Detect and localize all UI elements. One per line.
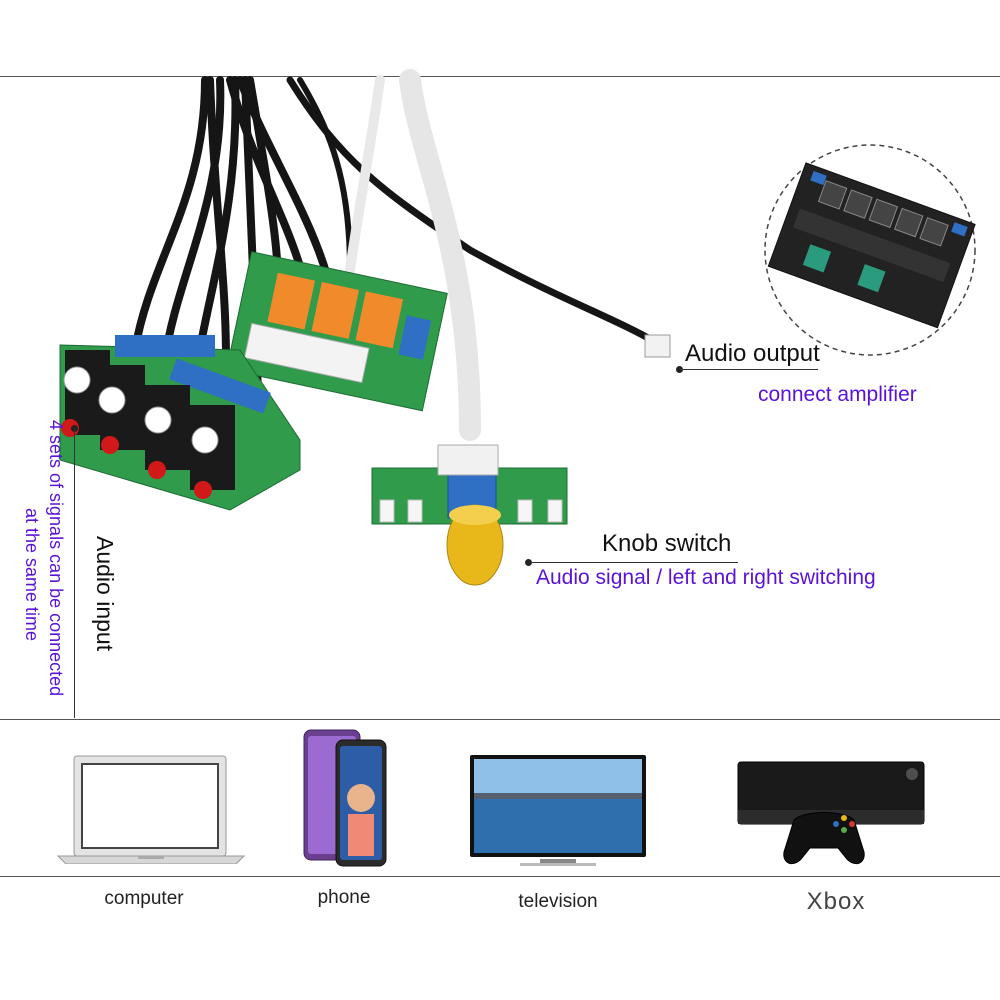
audio-output-subtitle: connect amplifier: [758, 383, 917, 406]
top-divider: [0, 76, 1000, 77]
xbox-console-icon: [737, 761, 925, 865]
device-label-computer: computer: [104, 888, 184, 909]
audio-output-pointer-line: [680, 369, 818, 370]
knob-switch-label: Knob switch: [602, 530, 732, 557]
television-icon: [470, 755, 646, 866]
audio-output-pointer-dot: [676, 366, 683, 373]
knob-switch-subtitle: Audio signal / left and right switching: [536, 566, 876, 589]
device-label-television: television: [518, 891, 598, 912]
laptop-icon: [56, 755, 246, 864]
audio-input-subtitle-line2: at the same time: [22, 508, 42, 642]
middle-divider: [0, 719, 1000, 720]
device-label-xbox: Xbox: [806, 888, 866, 915]
audio-switch-board-illustration: [59, 69, 976, 586]
audio-output-label: Audio output: [685, 340, 820, 367]
knob-switch-pointer-line: [530, 562, 738, 563]
bottom-divider: [0, 876, 1000, 877]
audio-input-pointer-line: [74, 428, 75, 718]
phone-icon: [303, 729, 387, 867]
audio-input-subtitle-line1: 4 sets of signals can be connected: [46, 420, 66, 697]
knob-switch-pointer-dot: [525, 559, 532, 566]
device-label-phone: phone: [317, 887, 371, 908]
audio-input-label: Audio input: [92, 536, 118, 652]
